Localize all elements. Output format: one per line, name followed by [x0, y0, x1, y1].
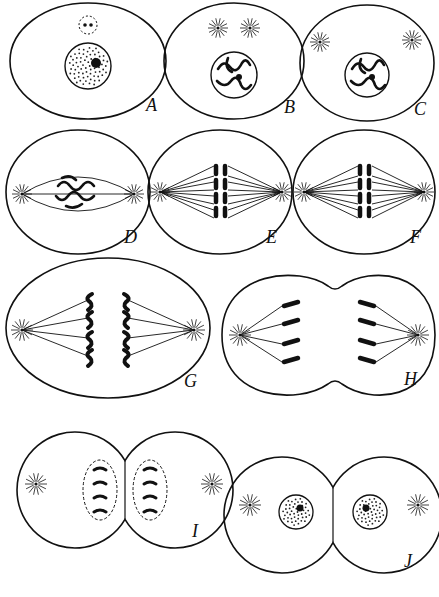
cell-drawing [14, 428, 234, 552]
figure-letter: B [284, 98, 295, 116]
cell-figure: J [220, 452, 437, 582]
cell-figure: H [220, 266, 437, 406]
figure-letter: C [414, 100, 426, 118]
cell-figure: F [291, 128, 437, 256]
figure-letter: J [404, 552, 412, 570]
cell-figure: E [146, 128, 294, 256]
cell-figure: C [298, 2, 437, 124]
cell-figure: I [14, 428, 234, 552]
figure-letter: A [146, 96, 157, 114]
figure-letter: H [404, 370, 417, 388]
cell-drawing [4, 256, 214, 402]
figure-letter: G [184, 372, 197, 390]
cell-figure: B [162, 0, 306, 122]
figure-letter: E [266, 228, 277, 246]
figure-letter: I [192, 522, 198, 540]
cell-figure: G [4, 256, 214, 402]
cell-figure: D [4, 128, 152, 256]
figure-letter: D [124, 228, 137, 246]
cell-drawing [6, 0, 170, 122]
cell-figure: A [6, 0, 170, 122]
figure-letter: F [410, 228, 421, 246]
